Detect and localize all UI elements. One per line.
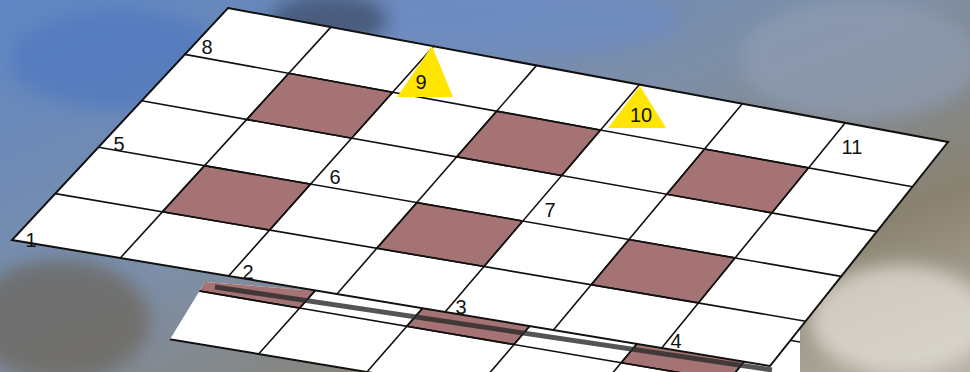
marker-triangle: 10 bbox=[608, 86, 666, 128]
callout-number: 10 bbox=[630, 104, 652, 126]
point-number: 3 bbox=[455, 296, 466, 318]
triangle-fill bbox=[608, 86, 666, 128]
point-number: 6 bbox=[329, 166, 340, 188]
point-number: 7 bbox=[544, 199, 555, 221]
point-number: 11 bbox=[842, 136, 863, 158]
callout-number: 9 bbox=[415, 71, 426, 93]
point-number: 2 bbox=[242, 261, 253, 283]
point-number: 8 bbox=[201, 36, 212, 58]
point-number: 4 bbox=[670, 330, 681, 352]
marker-triangle: 9 bbox=[397, 46, 453, 97]
point-number: 1 bbox=[25, 229, 36, 251]
triangle-fill bbox=[397, 46, 453, 97]
point-number: 5 bbox=[113, 133, 124, 155]
